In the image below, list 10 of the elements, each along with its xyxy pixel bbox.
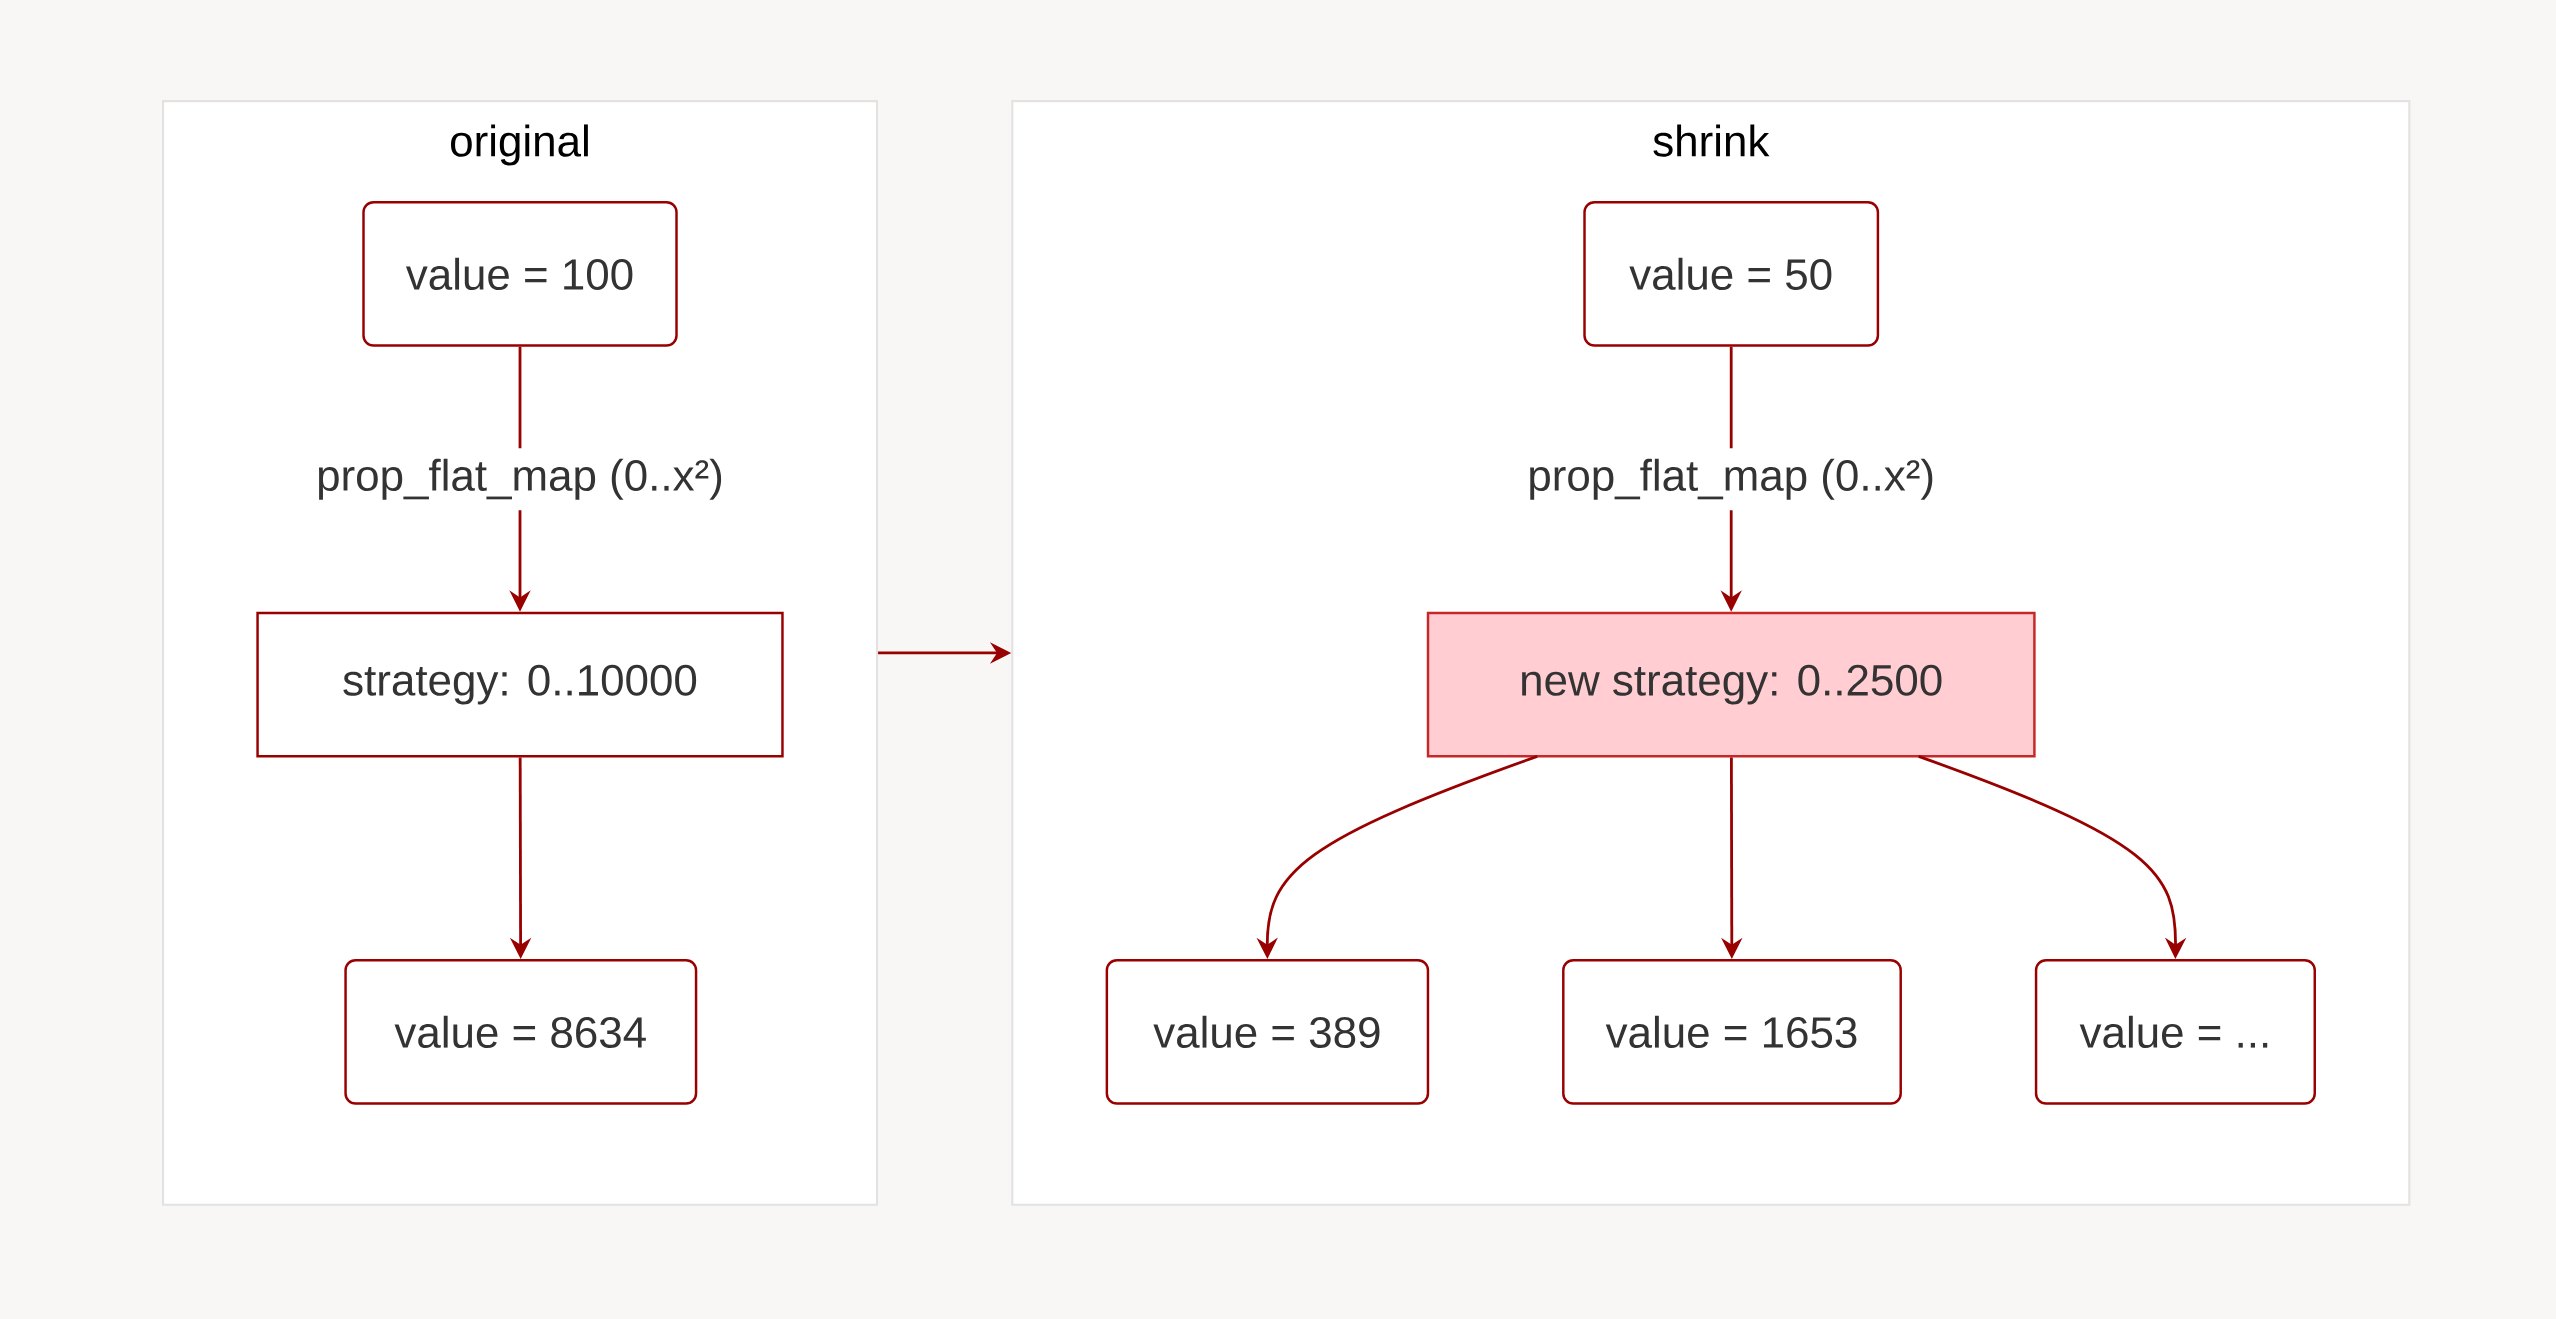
edge-label: prop_flat_map (0..x²) <box>305 448 735 511</box>
edge-label: prop_flat_map (0..x²) <box>1516 448 1946 511</box>
process-box: value = 1653 <box>1562 958 1902 1105</box>
process-box: value = ... <box>2034 958 2316 1105</box>
process-box: strategy: 0..10000 <box>256 611 784 758</box>
process-box: value = 50 <box>1583 200 1880 347</box>
process-box: value = 100 <box>362 200 678 347</box>
process-box: new strategy: 0..2500 <box>1426 611 2036 758</box>
process-box: value = 389 <box>1105 958 1430 1105</box>
process-box: value = 8634 <box>344 958 698 1105</box>
